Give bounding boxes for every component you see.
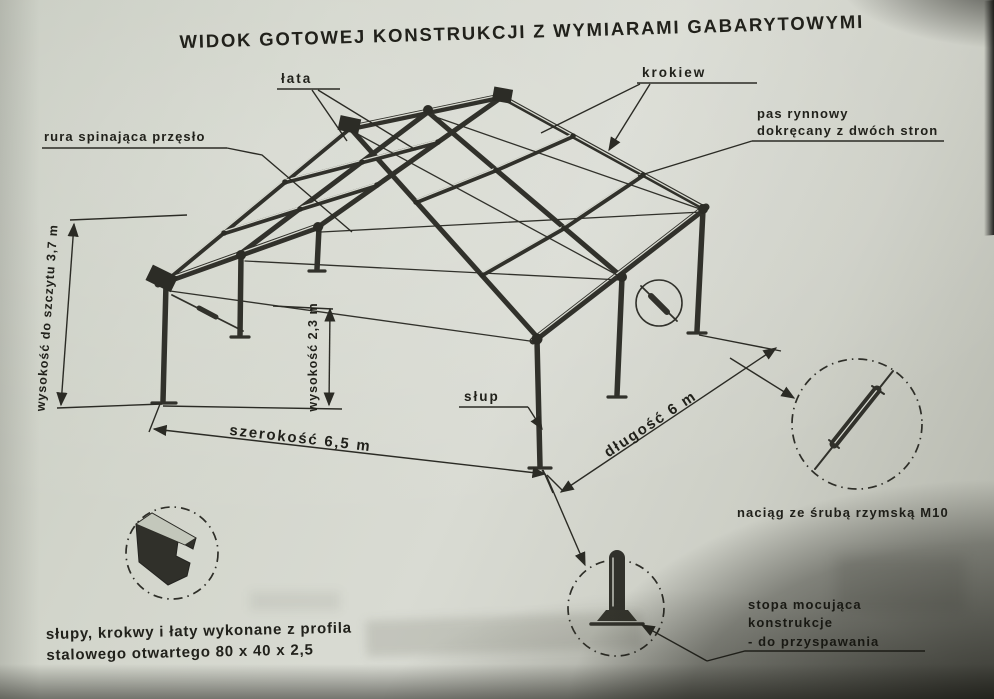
- dimension-length: długość 6 m: [546, 334, 782, 493]
- pas-rynnowy-line2: dokręcany z dwóch stron: [757, 123, 938, 138]
- detail-profile: [125, 506, 219, 600]
- note-line2: stalowego otwartego 80 x 40 x 2,5: [46, 641, 314, 664]
- page-title: WIDOK GOTOWEJ KONSTRUKCJI Z WYMIARAMI GA…: [179, 11, 864, 52]
- turnbuckle-detail-circle: [791, 358, 923, 490]
- note-line1: słupy, krokwy i łaty wykonane z profila: [46, 620, 352, 643]
- wall-tension-rods: [171, 285, 678, 332]
- foot-flare: [597, 610, 637, 621]
- detail-turnbuckle: naciąg ze śrubą rzymską M10: [729, 357, 949, 520]
- dimension-width: szerokość 6,5 m: [148, 403, 554, 494]
- label-slup: słup: [459, 389, 543, 431]
- label-pas-rynnowy: pas rynnowy dokręcany z dwóch stron: [637, 106, 944, 177]
- material-note: słupy, krokwy i łaty wykonane z profila …: [46, 620, 352, 664]
- stopa-line2: konstrukcje: [748, 615, 833, 630]
- purlins: [221, 133, 646, 278]
- dimension-height-eave: wysokość 2,3 m: [162, 302, 343, 413]
- stopa-line1: stopa mocująca: [748, 597, 862, 612]
- frame-structure: [145, 86, 710, 470]
- slup-text: słup: [464, 389, 500, 404]
- naciag-text: naciąg ze śrubą rzymską M10: [737, 505, 949, 520]
- dim-height-eave-label: wysokość 2,3 m: [306, 302, 320, 412]
- rura-text: rura spinająca przęsło: [44, 129, 205, 144]
- detail-foot: stopa mocująca konstrukcje - do przyspaw…: [541, 469, 925, 662]
- lata-text: łata: [281, 71, 312, 86]
- label-rura: rura spinająca przęsło: [42, 129, 353, 233]
- stopa-line3: - do przyspawania: [748, 634, 879, 649]
- krokiew-text: krokiew: [642, 65, 706, 80]
- pas-rynnowy-line1: pas rynnowy: [757, 106, 849, 121]
- dim-height-peak-label: wysokość do szczytu 3,7 m: [33, 224, 60, 413]
- dim-width-label: szerokość 6,5 m: [229, 422, 373, 455]
